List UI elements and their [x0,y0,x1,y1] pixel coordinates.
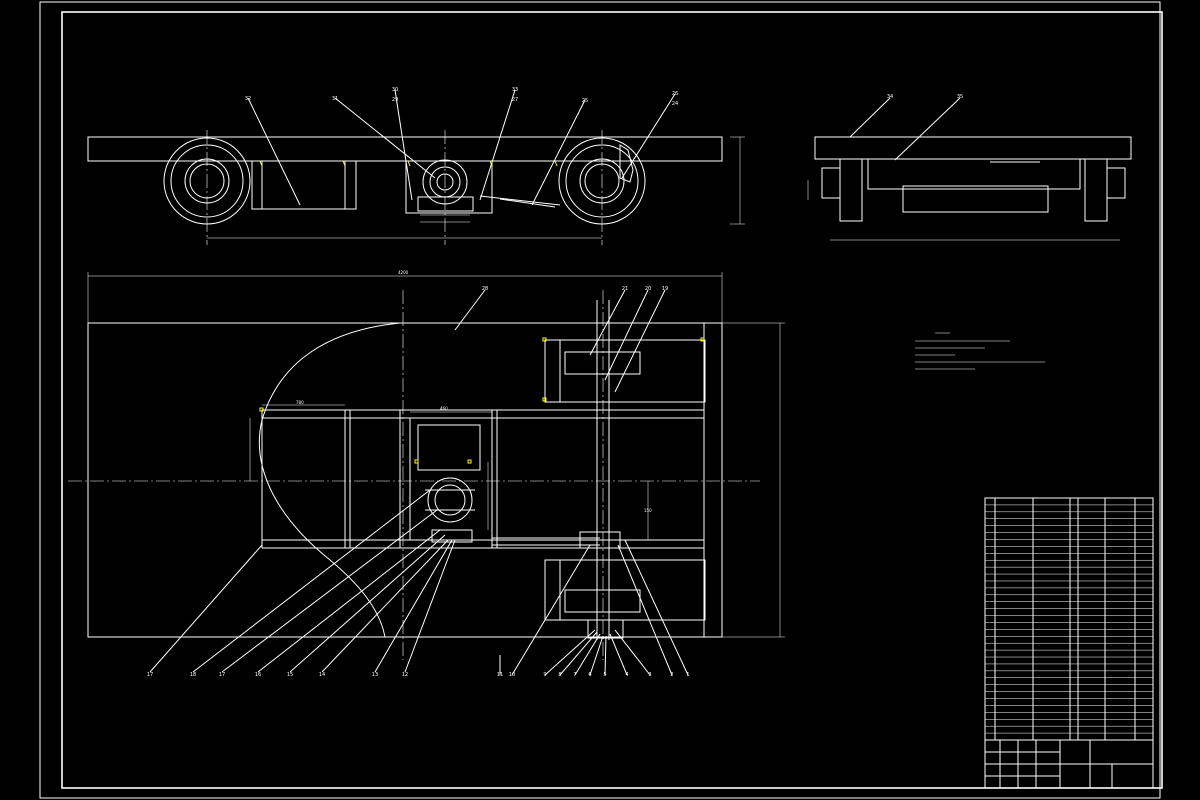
balloon-1: 1 [686,672,689,678]
balloon-26: 26 [672,91,678,97]
technical-notes [915,332,1045,370]
balloon-33: 33 [512,87,518,93]
balloon-35: 35 [957,94,963,100]
front-view-balloon-labels: 32 31 30 29 33 27 25 26 24 [245,87,678,107]
svg-text:780: 780 [296,400,304,405]
svg-text:4200: 4200 [398,270,409,275]
balloon-5: 5 [603,672,606,678]
balloon-9: 9 [543,672,546,678]
balloon-31: 31 [332,96,338,102]
balloon-2: 2 [670,672,673,678]
balloon-32: 32 [245,96,251,102]
outer-sheet-border [39,1,1161,799]
balloon-3: 3 [648,672,651,678]
plan-bottom-balloon-labels: 17 18 17 16 15 14 13 12 11 10 9 8 7 6 5 … [147,672,690,678]
balloon-8: 8 [558,672,561,678]
plan-bottom-leaders [149,489,689,676]
svg-text:460: 460 [440,406,448,411]
end-elevation-view [807,97,1132,241]
balloon-13: 13 [372,672,378,678]
front-view-leaders [247,89,676,206]
parts-list-table [984,497,1154,789]
balloon-17b: 17 [219,672,225,678]
balloon-34: 34 [887,94,893,100]
plan-view: 780 460 150 4200 [68,270,785,660]
balloon-25: 25 [582,98,588,104]
balloon-24: 24 [672,101,678,107]
balloon-28: 28 [482,286,488,292]
balloon-21: 21 [622,286,628,292]
balloon-7: 7 [573,672,576,678]
balloon-27: 27 [512,97,518,103]
side-elevation-view [87,130,745,245]
svg-text:150: 150 [644,508,652,513]
balloon-29: 29 [392,97,398,103]
balloon-10: 10 [509,672,515,678]
balloon-4: 4 [625,672,628,678]
balloon-19: 19 [662,286,668,292]
balloon-6: 6 [588,672,591,678]
plan-top-leaders: 28 21 20 19 [454,286,668,393]
balloon-12: 12 [402,672,408,678]
balloon-15: 15 [287,672,293,678]
balloon-18: 18 [190,672,196,678]
title-block [985,739,1153,788]
inner-drawing-frame [61,11,1163,789]
balloon-11: 11 [497,672,503,678]
balloon-14: 14 [319,672,325,678]
balloon-16: 16 [255,672,261,678]
balloon-30: 30 [392,87,398,93]
balloon-17a: 17 [147,672,153,678]
balloon-20: 20 [645,286,651,292]
end-view-balloon-labels: 34 35 [887,94,963,100]
